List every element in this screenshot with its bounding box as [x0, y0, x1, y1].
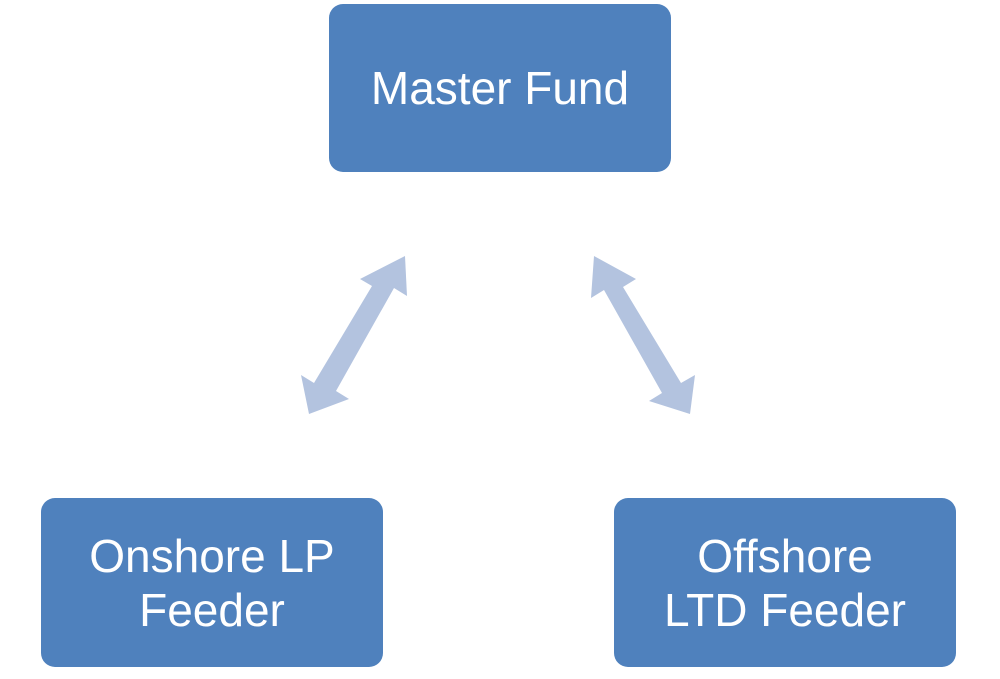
- double-arrow-onshore-master: [301, 256, 407, 414]
- offshore-ltd-feeder-box: Offshore LTD Feeder: [614, 498, 956, 667]
- onshore-lp-feeder-box: Onshore LP Feeder: [41, 498, 383, 667]
- onshore-label-line-2: Feeder: [139, 583, 285, 636]
- double-arrow-offshore-master: [591, 256, 695, 414]
- onshore-label-line-1: Onshore LP: [89, 529, 335, 582]
- master-fund-box: Master Fund: [329, 4, 671, 172]
- offshore-label-line-2: LTD Feeder: [663, 583, 907, 636]
- offshore-label-line-1: Offshore: [697, 529, 873, 582]
- master-fund-label: Master Fund: [370, 62, 630, 114]
